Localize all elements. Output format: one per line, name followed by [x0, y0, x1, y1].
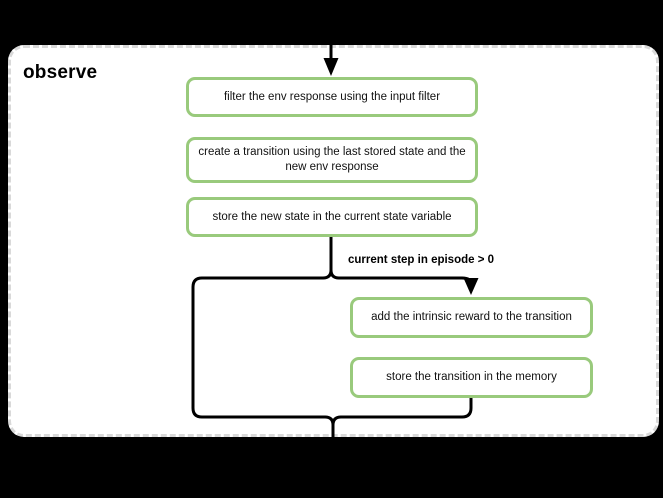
- node-store-new-state: store the new state in the current state…: [186, 197, 478, 237]
- arrowhead-entry-icon: [323, 58, 339, 76]
- node-add-intrinsic-reward: add the intrinsic reward to the transiti…: [350, 297, 593, 338]
- connector-merge-from-memory: [331, 398, 473, 437]
- node-filter-env-response: filter the env response using the input …: [186, 77, 478, 117]
- arrowhead-branch-right-icon: [463, 278, 479, 295]
- node-create-transition: create a transition using the last store…: [186, 137, 478, 183]
- connector-branch-left: [191, 237, 335, 437]
- node-store-transition-memory: store the transition in the memory: [350, 357, 593, 398]
- condition-label: current step in episode > 0: [348, 254, 495, 266]
- group-title: observe: [23, 62, 98, 83]
